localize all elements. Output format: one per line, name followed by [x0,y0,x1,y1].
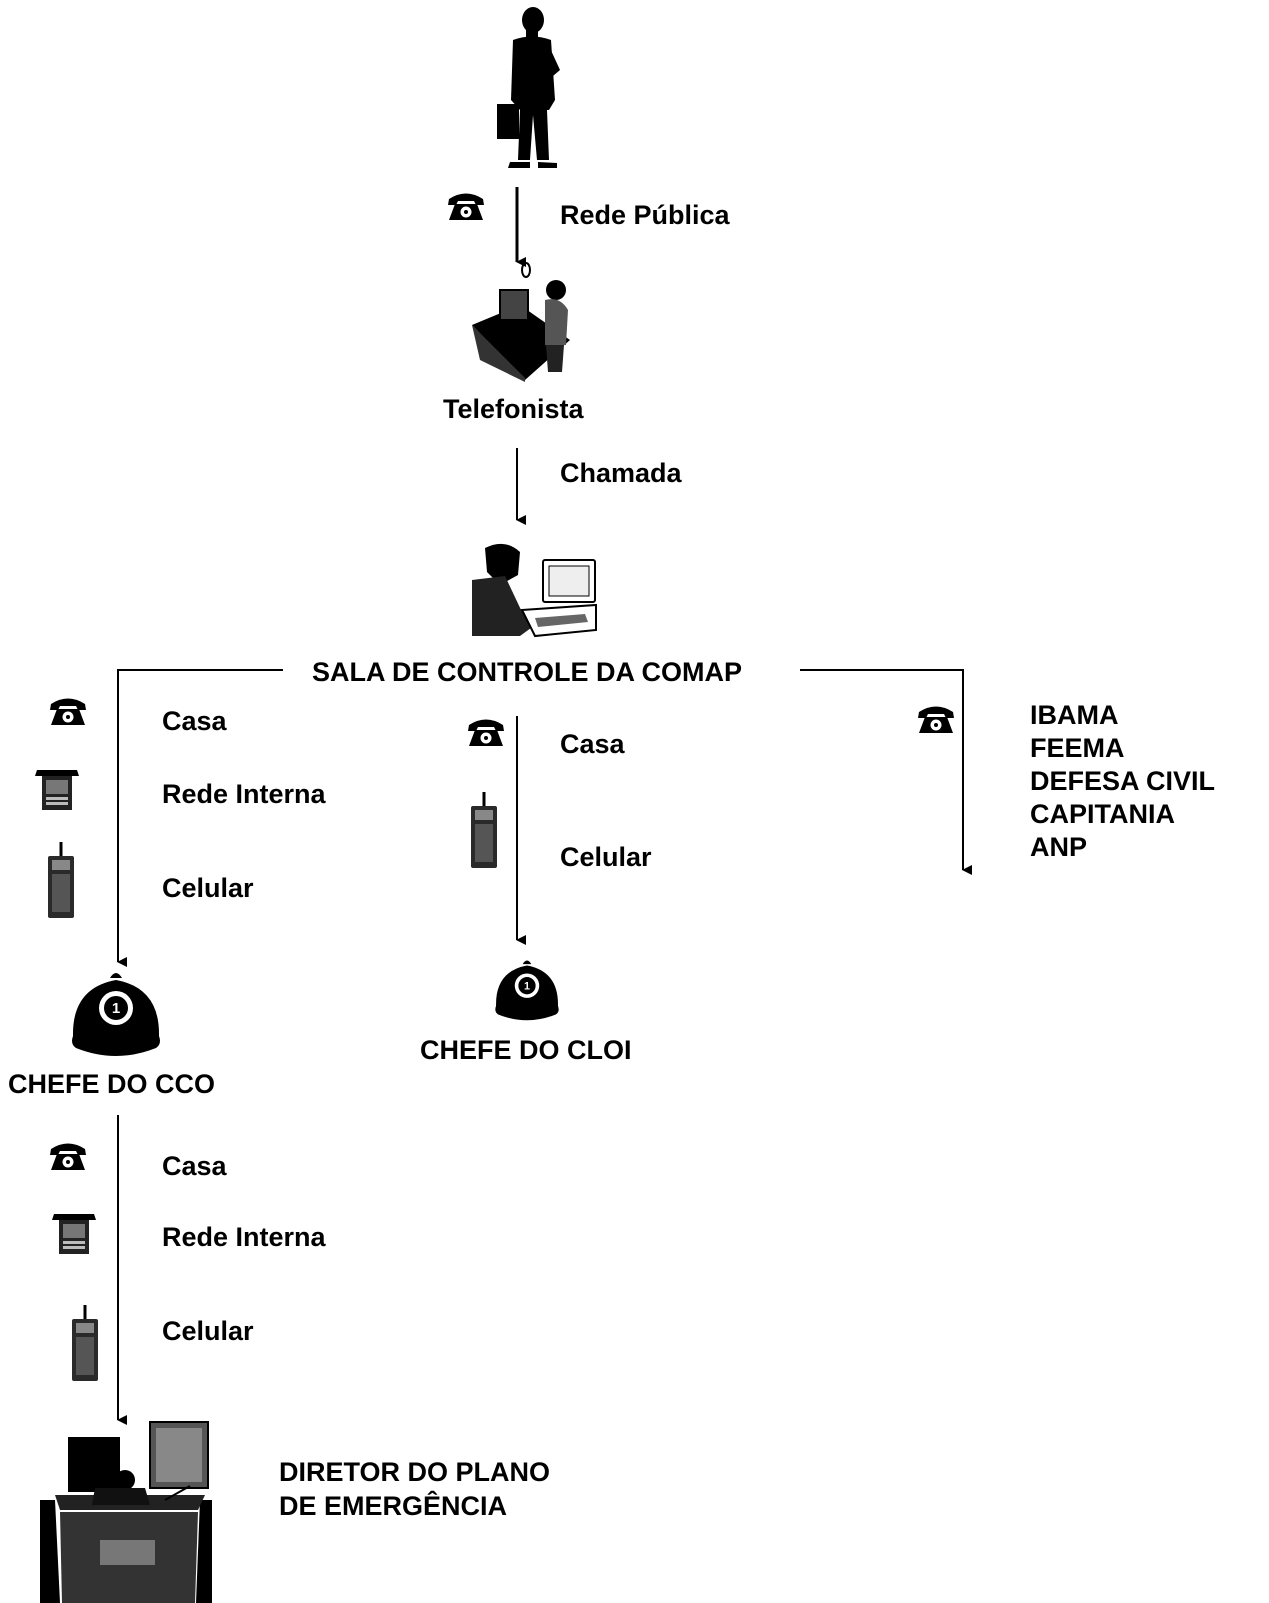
left-rede-interna-label: Rede Interna [162,779,326,809]
agency-capitania: CAPITANIA [1030,799,1175,829]
agency-list: IBAMA FEEMA DEFESA CIVIL CAPITANIA ANP [1030,699,1215,864]
cell-phone-icon [48,842,74,918]
house-phone-icon [50,698,86,725]
diretor-label-line1: DIRETOR DO PLANO [279,1457,551,1487]
arrow-left-branch [117,669,283,967]
agency-anp: ANP [1030,832,1088,862]
arrow-right-branch [800,669,972,875]
bottom-casa-label: Casa [162,1151,227,1181]
agency-ibama: IBAMA [1030,700,1119,730]
telefonista-label: Telefonista [443,394,584,424]
bottom-rede-interna-label: Rede Interna [162,1222,326,1252]
telephone-operator-icon [472,262,570,382]
rede-publica-label: Rede Pública [560,200,730,230]
bottom-celular-label: Celular [162,1316,254,1346]
left-casa-label: Casa [162,706,227,736]
internal-phone-icon [35,770,79,810]
left-celular-label: Celular [162,873,254,903]
fire-chief-helmet-icon [495,960,559,1021]
internal-phone-icon [52,1214,96,1254]
house-phone-icon [468,719,504,746]
control-room-operator-icon [472,543,597,638]
agency-defesa-civil: DEFESA CIVIL [1030,766,1216,796]
center-casa-label: Casa [560,729,625,759]
chefe-cloi-label: CHEFE DO CLOI [420,1035,632,1065]
desk-phone-icon [448,193,484,220]
center-celular-label: Celular [560,842,652,872]
cell-phone-icon [471,792,497,868]
chefe-cco-label: CHEFE DO CCO [8,1069,216,1099]
fire-chief-helmet-icon [72,973,160,1056]
chamada-label: Chamada [560,458,682,488]
businessman-icon [497,7,560,168]
control-room-label: SALA DE CONTROLE DA COMAP [312,657,742,687]
emergency-director-icon [40,1421,212,1603]
house-phone-icon [50,1143,86,1170]
cell-phone-icon [72,1305,98,1381]
agency-feema: FEEMA [1030,733,1125,763]
diretor-label-line2: DE EMERGÊNCIA [279,1491,508,1521]
desk-phone-icon [918,706,954,733]
